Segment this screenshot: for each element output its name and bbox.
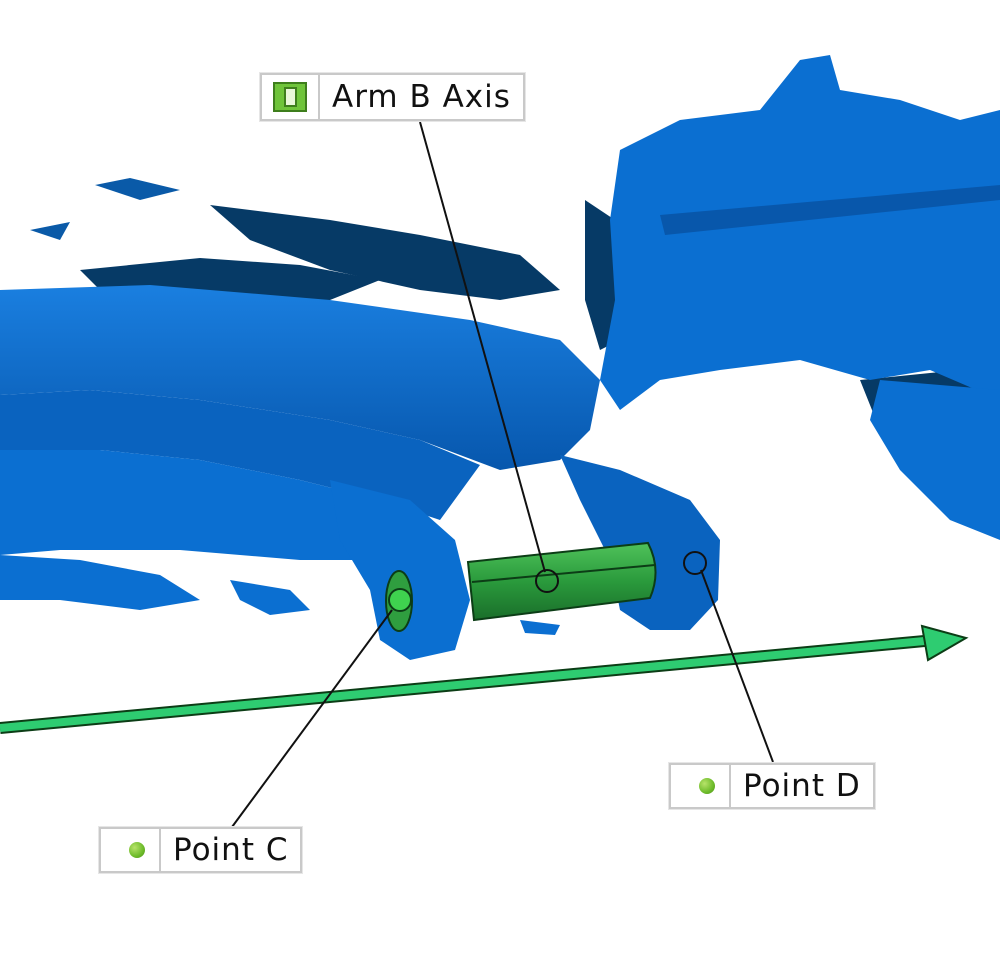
point-dot-icon (699, 778, 715, 794)
point-d-marker[interactable] (683, 551, 707, 575)
arm-b-axis-icon-cell (262, 75, 320, 119)
point-d-label[interactable]: Point D (669, 763, 875, 809)
point-c-icon-cell (101, 829, 161, 871)
arm-b-axis-label-text: Arm B Axis (332, 79, 511, 115)
axis-icon (273, 82, 307, 112)
point-d-icon-cell (671, 765, 731, 807)
leader-line-point-d (700, 569, 774, 763)
leader-lines (231, 121, 774, 828)
right-bracket-scan (600, 55, 1000, 540)
point-d-label-text: Point D (743, 768, 861, 804)
arm-axis-target-marker[interactable] (535, 569, 559, 593)
point-c-label-text: Point C (173, 832, 289, 868)
leader-line-arm-axis (419, 121, 546, 573)
point-c-marker[interactable] (385, 570, 413, 632)
arm-b-cylinder[interactable] (466, 541, 657, 622)
point-dot-icon (129, 842, 145, 858)
point-c-label[interactable]: Point C (99, 827, 303, 873)
arm-b-axis-arrow[interactable] (0, 624, 969, 734)
arm-body-scan (0, 285, 720, 660)
arm-b-axis-label[interactable]: Arm B Axis (260, 73, 525, 121)
leader-line-point-c (231, 609, 393, 828)
